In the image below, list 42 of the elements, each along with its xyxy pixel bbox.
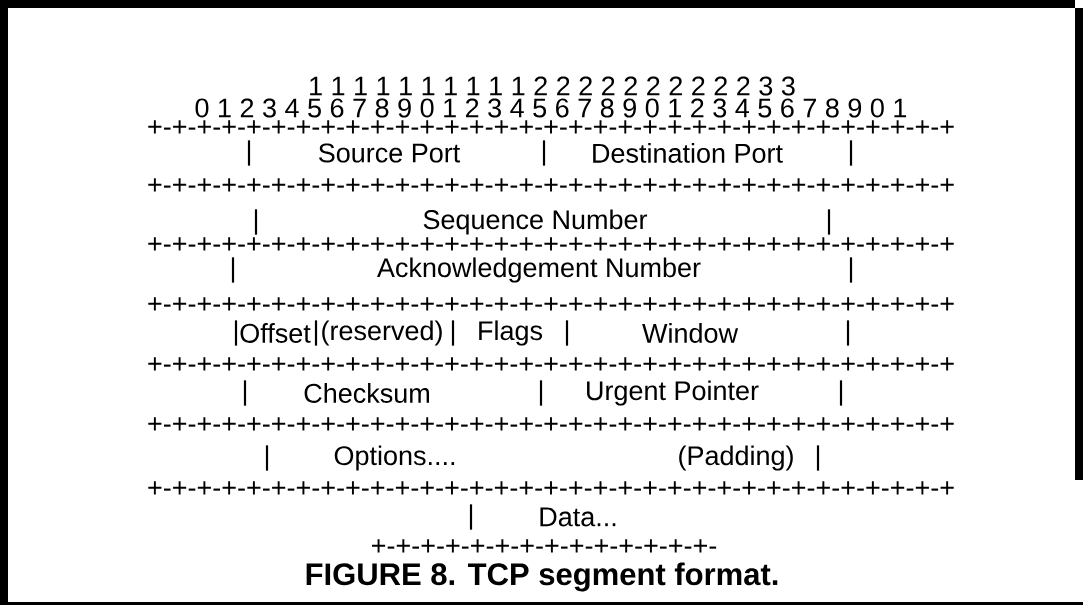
field-label: Options.... bbox=[334, 445, 455, 471]
ascii-rule: +-+-+-+-+-+-+-+-+-+-+-+-+-+-+-+-+-+-+-+-+-+-+-+-+-+-+-+-+-+-+-+-+ bbox=[148, 237, 954, 251]
ascii-rule: +-+-+-+-+-+-+-+-+-+-+-+-+-+-+-+-+-+-+-+-+-+-+-+-+-+-+-+-+-+-+-+-+ bbox=[148, 417, 954, 431]
field-separator: | bbox=[234, 320, 238, 346]
ascii-rule: +-+-+-+-+-+-+-+-+-+-+-+-+-+-+-+-+-+-+-+-+-+-+-+-+-+-+-+-+-+-+-+-+ bbox=[148, 178, 954, 192]
field-label: Source Port bbox=[318, 143, 461, 163]
field-separator: | bbox=[565, 320, 569, 346]
ascii-rule: +-+-+-+-+-+-+-+-+-+-+-+-+-+- bbox=[372, 539, 717, 553]
field-separator: | bbox=[542, 140, 546, 166]
field-label: Flags bbox=[479, 320, 543, 346]
field-separator: | bbox=[247, 140, 251, 166]
field-separator: | bbox=[231, 257, 235, 283]
field-separator: | bbox=[846, 320, 850, 346]
field-label: (Padding) bbox=[679, 445, 793, 471]
field-separator: | bbox=[243, 380, 247, 406]
figure-caption: FIGURE 8. TCP segment format. bbox=[306, 562, 778, 592]
field-label: Destination Port bbox=[593, 143, 783, 163]
field-separator: | bbox=[816, 445, 820, 471]
field-separator: | bbox=[451, 320, 455, 346]
field-separator: | bbox=[254, 209, 258, 235]
ascii-rule: +-+-+-+-+-+-+-+-+-+-+-+-+-+-+-+-+-+-+-+-+-+-+-+-+-+-+-+-+-+-+-+-+ bbox=[148, 481, 954, 495]
field-separator: | bbox=[839, 380, 843, 406]
field-separator: | bbox=[849, 140, 853, 166]
field-label: Data... bbox=[540, 507, 616, 527]
bit-number-row: 0 1 2 3 4 5 6 7 8 9 0 1 2 3 4 5 6 7 8 9 0 1 2 3 4 5 6 7 8 9 0 1 bbox=[195, 98, 907, 118]
field-separator: | bbox=[849, 257, 853, 283]
field-separator: | bbox=[827, 209, 831, 235]
field-label: Window bbox=[642, 323, 739, 343]
field-separator: | bbox=[314, 320, 318, 346]
ascii-rule: +-+-+-+-+-+-+-+-+-+-+-+-+-+-+-+-+-+-+-+-+-+-+-+-+-+-+-+-+-+-+-+-+ bbox=[148, 297, 954, 311]
ascii-rule: +-+-+-+-+-+-+-+-+-+-+-+-+-+-+-+-+-+-+-+-+-+-+-+-+-+-+-+-+-+-+-+-+ bbox=[148, 357, 954, 371]
field-separator: | bbox=[265, 445, 269, 471]
field-label: Offset bbox=[240, 323, 311, 343]
ascii-rule: +-+-+-+-+-+-+-+-+-+-+-+-+-+-+-+-+-+-+-+-+-+-+-+-+-+-+-+-+-+-+-+-+ bbox=[148, 120, 954, 134]
field-label: Urgent Pointer bbox=[587, 380, 759, 406]
field-separator: | bbox=[539, 380, 543, 406]
field-separator: | bbox=[469, 504, 473, 530]
field-label: Acknowledgement Number bbox=[377, 257, 701, 283]
field-label: (reserved) bbox=[322, 320, 442, 346]
bit-number-row: 1 1 1 1 1 1 1 1 1 1 2 2 2 2 2 2 2 2 2 2 3 3 bbox=[310, 76, 795, 96]
field-label: Checksum bbox=[304, 383, 429, 403]
field-label: Sequence Number bbox=[423, 209, 648, 235]
